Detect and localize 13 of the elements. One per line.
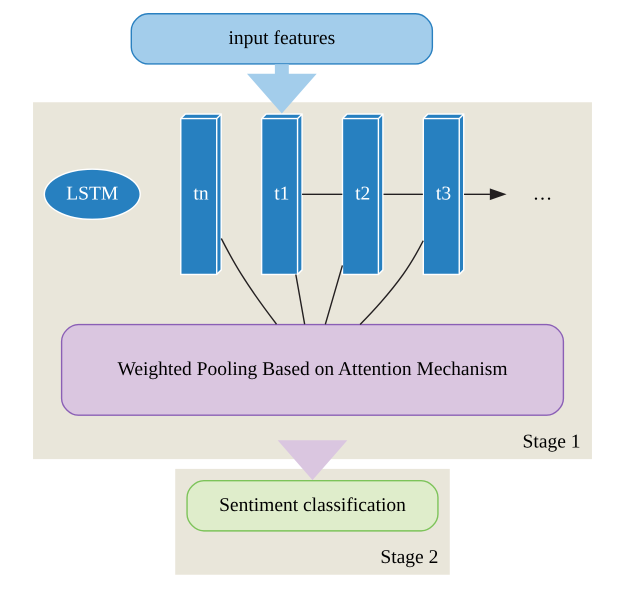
arrow bbox=[464, 188, 506, 200]
connector bbox=[359, 240, 424, 325]
connector bbox=[324, 265, 343, 324]
node-text: … bbox=[532, 183, 552, 204]
connector bbox=[294, 274, 305, 324]
connector bbox=[383, 194, 422, 195]
node-ellipse: LSTM bbox=[43, 168, 140, 220]
node-box: input features bbox=[130, 13, 433, 65]
arrow bbox=[277, 440, 347, 480]
connector bbox=[220, 238, 277, 325]
connector bbox=[302, 194, 342, 195]
node-box: Sentiment classification bbox=[186, 480, 438, 532]
node-box: Weighted Pooling Based on Attention Mechanism bbox=[60, 324, 564, 416]
